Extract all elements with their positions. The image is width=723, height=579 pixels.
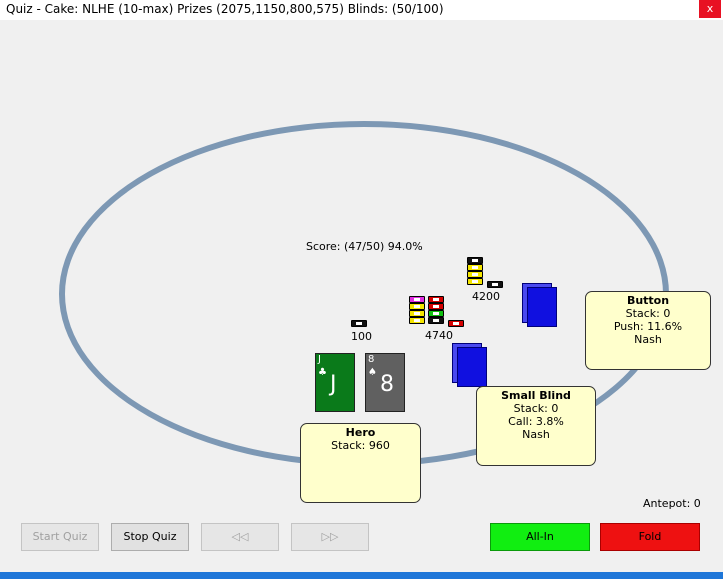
chip: [409, 296, 425, 303]
taskbar-strip: [0, 572, 723, 579]
chip: [409, 317, 425, 324]
seat-name: Small Blind: [501, 389, 571, 402]
stop-quiz-button[interactable]: Stop Quiz: [111, 523, 189, 551]
forward-button[interactable]: ▷▷: [291, 523, 369, 551]
chip: [428, 303, 444, 310]
chip: [467, 271, 483, 278]
chip: [467, 264, 483, 271]
hero-bet-chip: [351, 320, 367, 327]
card-rank: 8: [368, 354, 375, 365]
seat-stack: Stack: 0: [625, 307, 671, 320]
start-quiz-button[interactable]: Start Quiz: [21, 523, 99, 551]
seat-strategy: Nash: [522, 428, 550, 441]
all-in-button[interactable]: All-In: [490, 523, 590, 551]
chip: [409, 303, 425, 310]
chip: [428, 296, 444, 303]
main-pot-amount: 4740: [425, 329, 453, 342]
seat-name: Hero: [345, 426, 376, 439]
chip: [409, 310, 425, 317]
chip: [467, 257, 483, 264]
chip: [428, 317, 444, 324]
seat-stack: Stack: 0: [513, 402, 559, 415]
button-card-back: [527, 287, 557, 327]
title-bar: Quiz - Cake: NLHE (10-max) Prizes (2075,…: [0, 0, 723, 20]
hero-card-1: J ♣ J: [315, 353, 355, 412]
antepot-label: Antepot: 0: [643, 497, 701, 510]
card-rank-large: 8: [380, 372, 394, 397]
seat-name: Button: [626, 294, 670, 307]
spade-icon: ♠: [368, 367, 377, 378]
hero-card-2: 8 ♠ 8: [365, 353, 405, 412]
seat-strategy: Nash: [634, 333, 662, 346]
rewind-button[interactable]: ◁◁: [201, 523, 279, 551]
card-rank: J: [318, 354, 321, 365]
chip: [487, 281, 503, 288]
fold-button[interactable]: Fold: [600, 523, 700, 551]
seat-action: Push: 11.6%: [613, 320, 683, 333]
hero-bet-amount: 100: [351, 330, 372, 343]
button-bet-amount: 4200: [472, 290, 500, 303]
club-icon: ♣: [318, 367, 327, 378]
seat-action: Call: 3.8%: [508, 415, 564, 428]
seat-small-blind: Small Blind Stack: 0 Call: 3.8% Nash: [476, 386, 596, 466]
score-label: Score: (47/50) 94.0%: [306, 240, 423, 253]
chip: [467, 278, 483, 285]
card-rank-large: J: [330, 372, 337, 397]
close-button[interactable]: x: [699, 0, 721, 18]
window-title: Quiz - Cake: NLHE (10-max) Prizes (2075,…: [6, 2, 444, 16]
chip: [428, 310, 444, 317]
seat-button: Button Stack: 0 Push: 11.6% Nash: [585, 291, 711, 370]
seat-hero: Hero Stack: 960: [300, 423, 421, 503]
chip: [448, 320, 464, 327]
small-blind-card-back: [457, 347, 487, 387]
seat-stack: Stack: 960: [331, 439, 390, 452]
